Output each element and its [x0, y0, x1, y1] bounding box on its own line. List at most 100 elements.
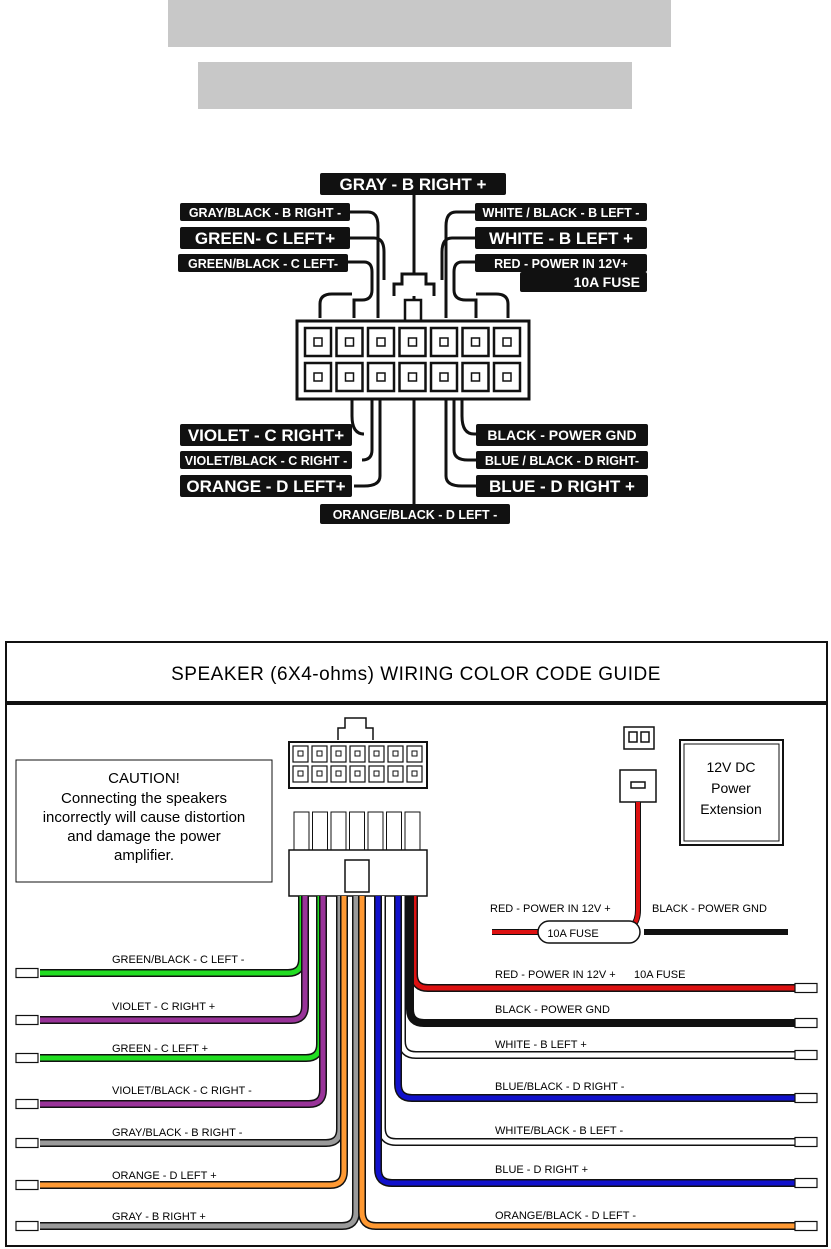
- harness-finger: [386, 811, 402, 853]
- small-connector-pin-hole: [373, 750, 380, 757]
- connector-pin-hole: [407, 372, 418, 382]
- right-wire-labels: RED - POWER IN 12V + 10A FUSE BLACK - PO…: [495, 969, 685, 1222]
- small-connector-pin-hole: [392, 770, 399, 777]
- small-connector-pin-hole: [411, 770, 418, 777]
- svg-text:GRAY - B RIGHT +: GRAY - B RIGHT +: [340, 175, 487, 194]
- harness-wire: [40, 896, 347, 1188]
- label-violet-c-right-pos: VIOLET - C RIGHT+: [180, 424, 352, 446]
- wire-tip: [15, 1052, 39, 1064]
- svg-text:GREEN- C LEFT+: GREEN- C LEFT+: [195, 229, 335, 248]
- label-orange-d-left-pos: ORANGE - D LEFT+: [180, 475, 352, 497]
- redacted-bar-second: [198, 62, 632, 109]
- small-connector-pin-hole: [316, 750, 323, 757]
- wire-label-white: WHITE - B LEFT +: [495, 1039, 587, 1051]
- wire-label-orange: ORANGE - D LEFT +: [112, 1170, 217, 1182]
- label-violet-black-c-right-neg: VIOLET/BLACK - C RIGHT -: [180, 451, 352, 469]
- wire-label-violet-black: VIOLET/BLACK - C RIGHT -: [112, 1085, 252, 1097]
- connector-pin-hole: [439, 337, 449, 347]
- harness-finger: [349, 811, 365, 853]
- wire-label-gray: GRAY - B RIGHT +: [112, 1211, 206, 1223]
- wire-tip: [15, 1220, 39, 1232]
- connector-pin-hole: [313, 372, 323, 382]
- redacted-bar-top: [168, 0, 671, 47]
- wire-tip: [15, 1098, 39, 1110]
- extension-red-label: RED - POWER IN 12V +: [490, 903, 611, 915]
- wire-tip: [15, 1014, 39, 1026]
- svg-text:10A FUSE: 10A FUSE: [547, 928, 598, 940]
- label-gray-black-b-right-neg: GRAY/BLACK - B RIGHT -: [180, 203, 350, 221]
- label-blue-d-right-pos: BLUE - D RIGHT +: [476, 475, 648, 497]
- label-red-power-in: RED - POWER IN 12V+ 10A FUSE: [475, 254, 647, 292]
- connector-pinout-diagram: GRAY - B RIGHT + GRAY/BLACK - B RIGHT - …: [178, 173, 648, 524]
- wire-tip: [794, 982, 818, 994]
- connector-pin-hole: [502, 337, 512, 347]
- wire-tips: [15, 967, 818, 1232]
- svg-text:Power: Power: [711, 780, 751, 796]
- svg-text:GRAY/BLACK - B RIGHT -: GRAY/BLACK - B RIGHT -: [189, 206, 341, 220]
- harness-wire: [395, 896, 795, 1101]
- harness-finger: [367, 811, 384, 853]
- wire-tip: [794, 1177, 818, 1189]
- harness-wire: [40, 896, 308, 1023]
- guide-title: SPEAKER (6X4-ohms) WIRING COLOR CODE GUI…: [171, 664, 661, 685]
- small-connector-pin-hole: [335, 750, 342, 757]
- small-connector-pin-hole: [392, 750, 399, 757]
- wiring-color-code-guide: SPEAKER (6X4-ohms) WIRING COLOR CODE GUI…: [5, 641, 828, 1247]
- label-white-b-left-pos: WHITE - B LEFT +: [475, 227, 647, 249]
- harness-wires: [40, 896, 795, 1230]
- power-extension-box: 12V DC Power Extension: [679, 739, 784, 846]
- connector-pins: [303, 326, 522, 393]
- small-connector-pin-hole: [354, 770, 361, 777]
- connector-pin-hole: [470, 337, 481, 347]
- connector-pin-hole: [344, 337, 355, 347]
- connector-pin-slot: [492, 361, 522, 393]
- svg-text:RED - POWER IN 12V+: RED - POWER IN 12V+: [494, 257, 628, 271]
- connector-pin-hole: [376, 372, 386, 382]
- left-wire-labels: GREEN/BLACK - C LEFT - VIOLET - C RIGHT …: [112, 954, 252, 1223]
- svg-text:ORANGE - D LEFT+: ORANGE - D LEFT+: [186, 477, 345, 496]
- svg-text:VIOLET/BLACK - C RIGHT -: VIOLET/BLACK - C RIGHT -: [185, 454, 348, 468]
- wire-tip: [794, 1092, 818, 1104]
- label-gray-b-right-pos: GRAY - B RIGHT +: [320, 173, 506, 195]
- harness-wire: [407, 896, 795, 1026]
- label-green-black-c-left-neg: GREEN/BLACK - C LEFT-: [178, 254, 348, 272]
- connector-pin-hole: [470, 372, 481, 382]
- label-green-c-left-pos: GREEN- C LEFT+: [180, 227, 350, 249]
- label-orange-black-d-left-neg: ORANGE/BLACK - D LEFT -: [320, 504, 510, 524]
- connector-pin-hole: [439, 372, 449, 382]
- harness-finger: [404, 811, 421, 853]
- label-blue-black-d-right-neg: BLUE / BLACK - D RIGHT-: [476, 451, 648, 469]
- wire-tip: [794, 1049, 818, 1061]
- wire-label-green: GREEN - C LEFT +: [112, 1043, 208, 1055]
- connector-pin-slot: [366, 361, 396, 393]
- svg-text:CAUTION!: CAUTION!: [108, 770, 180, 787]
- small-connector-pin-hole: [373, 770, 380, 777]
- connector-pin-hole: [376, 337, 386, 347]
- wire-label-orange-black: ORANGE/BLACK - D LEFT -: [495, 1210, 636, 1222]
- svg-text:amplifier.: amplifier.: [114, 847, 174, 864]
- svg-text:WHITE / BLACK - B LEFT -: WHITE / BLACK - B LEFT -: [483, 206, 640, 220]
- label-white-black-b-left-neg: WHITE / BLACK - B LEFT -: [475, 203, 647, 221]
- wire-label-white-black: WHITE/BLACK - B LEFT -: [495, 1125, 623, 1137]
- extension-black-label: BLACK - POWER GND: [652, 903, 767, 915]
- wire-label-black: BLACK - POWER GND: [495, 1004, 610, 1016]
- svg-text:ORANGE/BLACK - D LEFT -: ORANGE/BLACK - D LEFT -: [333, 508, 498, 522]
- harness-wire: [359, 896, 795, 1229]
- harness-finger: [312, 811, 328, 853]
- wire-label-red: RED - POWER IN 12V + 10A FUSE: [495, 969, 685, 981]
- svg-text:and damage the power: and damage the power: [67, 828, 220, 845]
- connector-pin-hole: [407, 337, 418, 347]
- small-connector-pin-hole: [411, 750, 418, 757]
- svg-text:WHITE - B LEFT +: WHITE - B LEFT +: [489, 229, 633, 248]
- svg-text:BLUE - D RIGHT +: BLUE - D RIGHT +: [489, 477, 635, 496]
- wire-tip: [15, 1137, 39, 1149]
- svg-text:Extension: Extension: [700, 801, 761, 817]
- connector-pin-hole: [344, 372, 355, 382]
- small-connector-pin-hole: [335, 770, 342, 777]
- svg-text:10A FUSE: 10A FUSE: [574, 274, 640, 290]
- small-connector-pin-hole: [316, 770, 323, 777]
- connector-pin-hole: [502, 372, 512, 382]
- small-connector-pins: [292, 745, 423, 783]
- caution-box: CAUTION! Connecting the speakers incorre…: [15, 759, 273, 883]
- small-connector-pin-hole: [297, 770, 304, 777]
